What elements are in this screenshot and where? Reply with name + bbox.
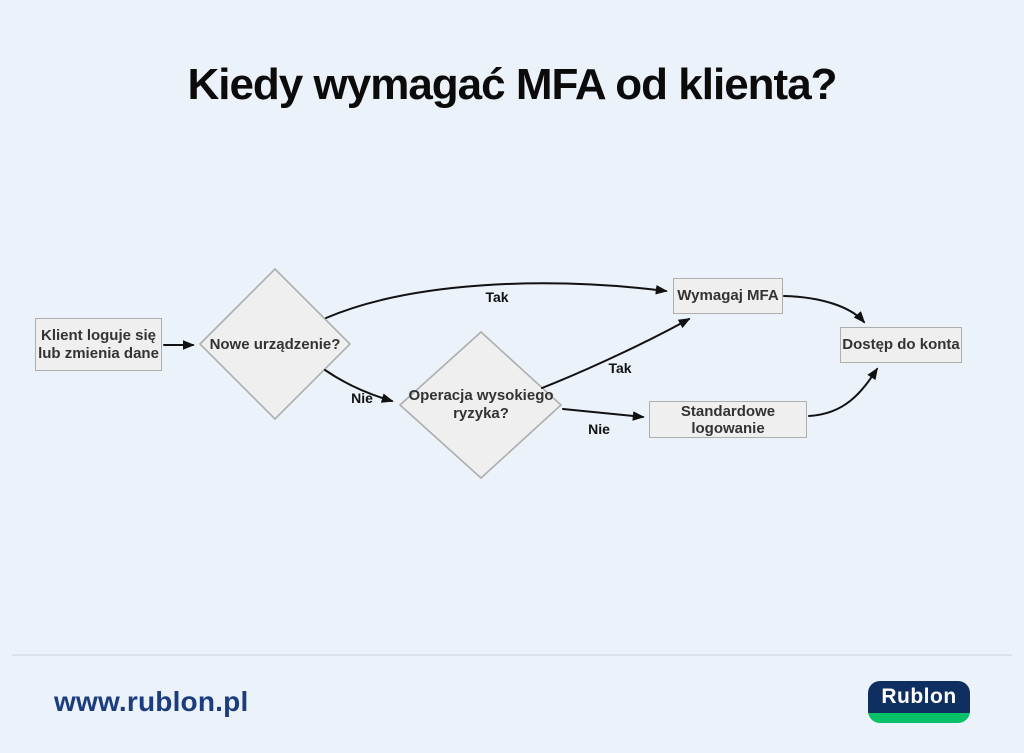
edge-label-high-risk-no: Nie — [588, 421, 610, 437]
node-require-mfa: Wymagaj MFA — [673, 278, 783, 314]
node-standard-login-line2: logowanie — [691, 419, 765, 437]
website-url: www.rublon.pl — [54, 686, 249, 717]
edge-high-risk-no — [562, 408, 645, 421]
node-high-risk-label: Operacja wysokiego ryzyka? — [401, 387, 561, 423]
node-standard-login: Standardowe logowanie — [649, 401, 807, 438]
node-high-risk-line1: Operacja wysokiego — [408, 387, 554, 404]
edge-new-device-no — [324, 369, 394, 403]
node-start-line2: lub zmienia dane — [38, 344, 159, 362]
decision-new-device-shape — [198, 267, 352, 421]
rublon-logo: Rublon — [868, 681, 970, 723]
edge-label-high-risk-yes: Tak — [608, 360, 632, 376]
edge-mfa-to-access — [783, 295, 866, 324]
edge-label-new-device-no: Nie — [351, 390, 373, 406]
node-high-risk-line2: ryzyka? — [453, 405, 509, 422]
edge-label-new-device-yes: Tak — [485, 289, 509, 305]
edge-standard-to-access — [808, 367, 878, 417]
node-start-line1: Klient loguje się — [40, 326, 157, 344]
node-standard-login-line1: Standardowe — [680, 402, 776, 420]
node-start: Klient loguje się lub zmienia dane — [35, 318, 162, 371]
node-require-mfa-label: Wymagaj MFA — [677, 287, 779, 304]
rublon-logo-green-bar — [868, 713, 970, 723]
edge-new-device-yes — [325, 282, 668, 319]
decision-high-risk-shape — [398, 330, 563, 480]
node-new-device-label: Nowe urządzenie? — [209, 336, 341, 353]
node-account-access-label: Dostęp do konta — [842, 336, 960, 353]
rublon-logo-wordmark: Rublon — [868, 681, 970, 713]
page-title: Kiedy wymagać MFA od klienta? — [187, 60, 837, 109]
node-account-access: Dostęp do konta — [840, 327, 962, 363]
edge-high-risk-yes — [541, 318, 691, 389]
footer-divider — [12, 654, 1012, 656]
